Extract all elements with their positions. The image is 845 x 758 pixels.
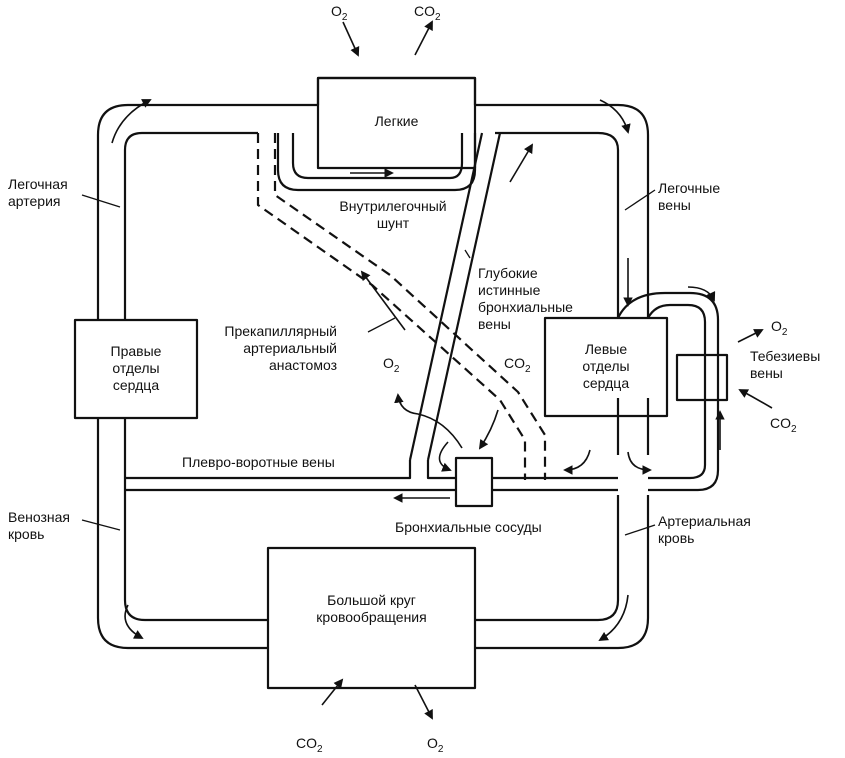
thebesian-veins-label: Тебезиевы вены	[750, 348, 821, 381]
thebesian-co2-label: CO2	[770, 415, 797, 435]
mid-o2-label: O2	[383, 355, 400, 375]
deep-bronchial-veins-label: Глубокие истинные бронхиальные вены	[478, 265, 573, 332]
deep-bronchial-veins	[408, 132, 502, 461]
precapillary-anastomosis-label: Прекапиллярный артериальный анастомоз	[224, 323, 337, 373]
intrapulmonary-shunt-label: Внутрилегочный шунт	[339, 198, 447, 231]
right-heart-box	[73, 318, 199, 420]
bottom-o2-label: O2	[427, 735, 444, 755]
arterial-blood-label: Артериальная кровь	[658, 513, 751, 546]
systemic-circulation-box	[266, 546, 477, 690]
right-heart-label: Правые отделы сердца	[110, 343, 162, 393]
left-heart-label: Левые отделы сердца	[582, 341, 630, 391]
left-heart-box	[543, 316, 669, 418]
pulmonary-artery-label: Легочная артерия	[8, 176, 68, 209]
thebesian-o2-label: O2	[771, 318, 788, 338]
inner-vessel-wall	[123, 131, 620, 320]
bronchial-junction-box	[454, 456, 494, 508]
lungs-box	[316, 76, 477, 170]
inner-vessel-wall-bottom	[123, 418, 620, 622]
mid-co2-label: CO2	[504, 355, 531, 375]
precapillary-anastomosis	[256, 133, 527, 480]
top-o2-label: O2	[331, 3, 348, 23]
systemic-circulation-label: Большой круг кровообращения	[316, 592, 427, 625]
pleurohilar-veins-label: Плевро-воротные вены	[182, 454, 335, 470]
pulmonary-veins-label: Легочные вены	[658, 180, 721, 213]
bottom-co2-label: CO2	[296, 735, 323, 755]
thebesian-box	[675, 353, 729, 402]
intrapulmonary-shunt	[276, 133, 477, 192]
venous-blood-label: Венозная кровь	[8, 509, 71, 542]
outer-vessel-wall-lower	[96, 398, 650, 650]
top-co2-label: CO2	[414, 3, 441, 23]
bronchial-vessels-label: Бронхиальные сосуды	[395, 519, 542, 535]
lungs-label: Легкие	[374, 113, 419, 129]
